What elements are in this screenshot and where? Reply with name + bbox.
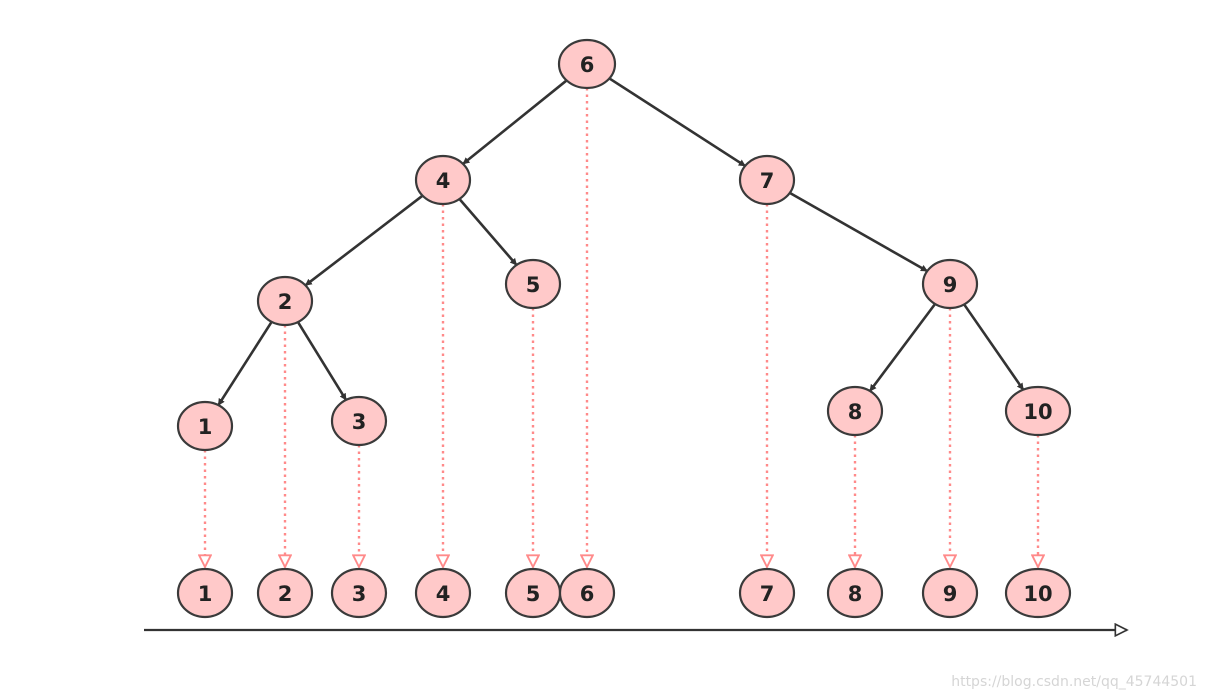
sequence-node-label: 9 <box>943 582 958 606</box>
tree-node-4: 4 <box>414 154 472 206</box>
tree-edges <box>217 77 1025 406</box>
tree-node-label: 3 <box>352 410 367 434</box>
tree-node-2: 2 <box>256 275 314 327</box>
sequence-node-label: 8 <box>848 582 863 606</box>
sequence-node-2: 2 <box>256 567 314 619</box>
tree-edge-6-to-4 <box>462 79 568 165</box>
sequence-node-label: 2 <box>278 582 293 606</box>
sequence-node-label: 4 <box>436 582 451 606</box>
tree-edge-4-to-5 <box>458 198 518 266</box>
tree-node-label: 1 <box>198 415 213 439</box>
tree-node-circle <box>414 154 472 206</box>
sequence-node-10: 10 <box>1004 567 1072 619</box>
sequence-node-circle <box>176 567 234 619</box>
tree-node-label: 8 <box>848 400 863 424</box>
tree-edge-9-to-8 <box>868 303 937 392</box>
tree-node-circle <box>256 275 314 327</box>
tree-node-label: 5 <box>526 273 541 297</box>
tree-node-3: 3 <box>330 395 388 447</box>
tree-edge-2-to-3 <box>296 321 348 401</box>
tree-node-circle <box>1004 385 1072 437</box>
tree-edge-2-to-1 <box>217 321 273 406</box>
sequence-node-label: 7 <box>760 582 775 606</box>
tree-node-circle <box>504 258 562 310</box>
tree-edge-9-to-10 <box>963 303 1025 391</box>
sequence-node-circle <box>826 567 884 619</box>
tree-node-label: 10 <box>1023 400 1052 424</box>
tree-node-circle <box>176 400 234 452</box>
sequence-node-circle <box>256 567 314 619</box>
sequence-node-1: 1 <box>176 567 234 619</box>
tree-node-8: 8 <box>826 385 884 437</box>
sequence-node-circle <box>558 567 616 619</box>
tree-node-label: 7 <box>760 169 775 193</box>
tree-node-10: 10 <box>1004 385 1072 437</box>
sequence-node-label: 6 <box>580 582 595 606</box>
tree-node-7: 7 <box>738 154 796 206</box>
sequence-node-4: 4 <box>414 567 472 619</box>
tree-node-circle <box>557 38 617 90</box>
tree-node-6: 6 <box>557 38 617 90</box>
tree-node-1: 1 <box>176 400 234 452</box>
sequence-node-circle <box>414 567 472 619</box>
tree-node-label: 4 <box>436 169 451 193</box>
tree-node-label: 2 <box>278 290 293 314</box>
sequence-node-label: 1 <box>198 582 213 606</box>
tree-edge-7-to-9 <box>789 191 928 273</box>
watermark: https://blog.csdn.net/qq_45744501 <box>951 674 1197 690</box>
sequence-node-8: 8 <box>826 567 884 619</box>
sequence-node-7: 7 <box>738 567 796 619</box>
sequence-node-3: 3 <box>330 567 388 619</box>
tree-node-circle <box>738 154 796 206</box>
sequence-node-circle <box>738 567 796 619</box>
sequence-node-label: 3 <box>352 582 367 606</box>
tree-node-label: 9 <box>943 273 958 297</box>
tree-node-circle <box>330 395 388 447</box>
sequence-node-6: 6 <box>558 567 616 619</box>
projection-lines <box>205 88 1038 567</box>
tree-node-5: 5 <box>504 258 562 310</box>
sequence-node-circle <box>921 567 979 619</box>
tree-node-circle <box>826 385 884 437</box>
sequence-node-9: 9 <box>921 567 979 619</box>
tree-node-circle <box>921 258 979 310</box>
tree-edge-6-to-7 <box>608 77 746 168</box>
sequence-node-label: 10 <box>1023 582 1052 606</box>
tree-node-label: 6 <box>580 53 595 77</box>
sequence-node-label: 5 <box>526 582 541 606</box>
sequence-node-circle <box>1004 567 1072 619</box>
sequence-node-5: 5 <box>504 567 562 619</box>
sequence-node-circle <box>330 567 388 619</box>
inorder-sequence: 1 2 3 4 5 6 7 8 9 10 <box>176 567 1072 619</box>
tree-edge-4-to-2 <box>304 194 424 287</box>
tree-node-9: 9 <box>921 258 979 310</box>
